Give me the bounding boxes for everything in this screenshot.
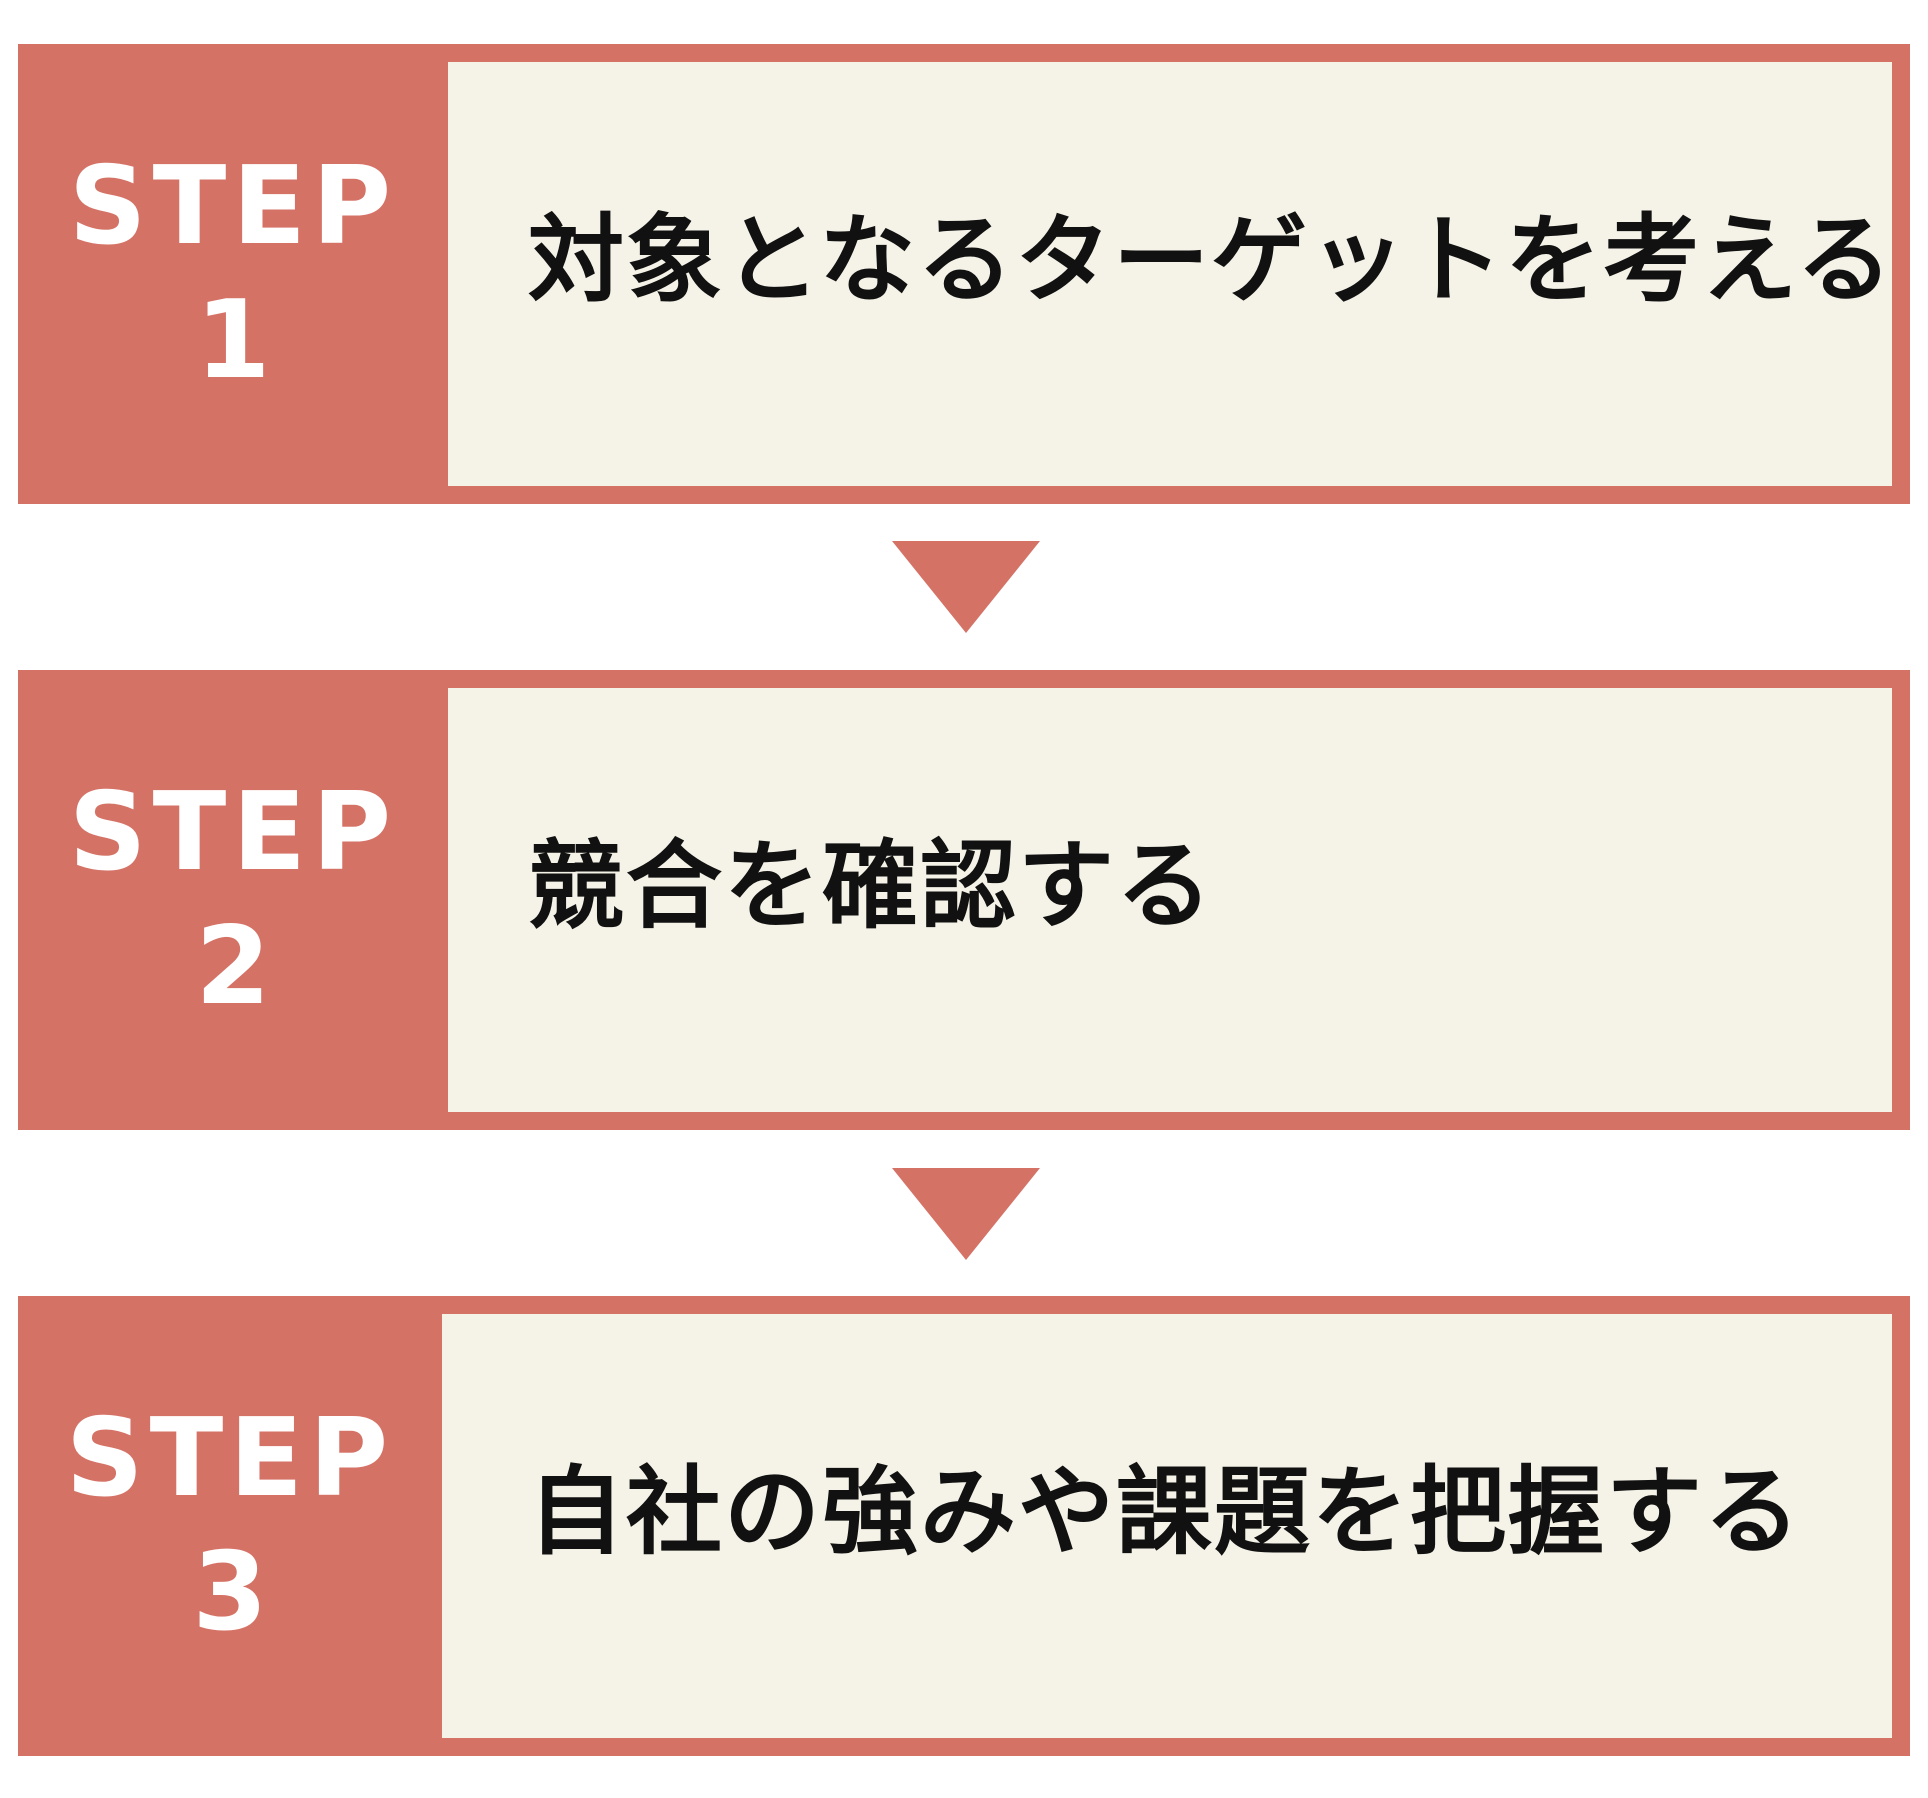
down-arrow-icon — [892, 541, 1040, 633]
step-1-number: 1 — [195, 278, 271, 403]
step-3-label-panel: STEP 3 — [18, 1296, 442, 1756]
down-arrow-icon — [892, 1168, 1040, 1260]
step-2-label-panel: STEP 2 — [18, 670, 448, 1130]
step-2-word: STEP — [68, 770, 398, 895]
step-1-word: STEP — [68, 144, 398, 269]
step-3-content-panel: 自社の強みや課題を把握する — [442, 1314, 1892, 1738]
step-3-block: STEP 3 自社の強みや課題を把握する — [18, 1296, 1910, 1756]
step-2-block: STEP 2 競合を確認する — [18, 670, 1910, 1130]
step-3-word: STEP — [65, 1396, 395, 1521]
step-1-content-panel: 対象となるターゲットを考える — [448, 62, 1892, 486]
step-2-text: 競合を確認する — [528, 830, 1214, 942]
step-3-text: 自社の強みや課題を把握する — [528, 1456, 1802, 1568]
step-2-number: 2 — [195, 904, 271, 1029]
step-1-label-panel: STEP 1 — [18, 44, 448, 504]
step-1-text: 対象となるターゲットを考える — [528, 204, 1895, 316]
step-3-number: 3 — [192, 1530, 268, 1655]
step-1-block: STEP 1 対象となるターゲットを考える — [18, 44, 1910, 504]
step-2-content-panel: 競合を確認する — [448, 688, 1892, 1112]
